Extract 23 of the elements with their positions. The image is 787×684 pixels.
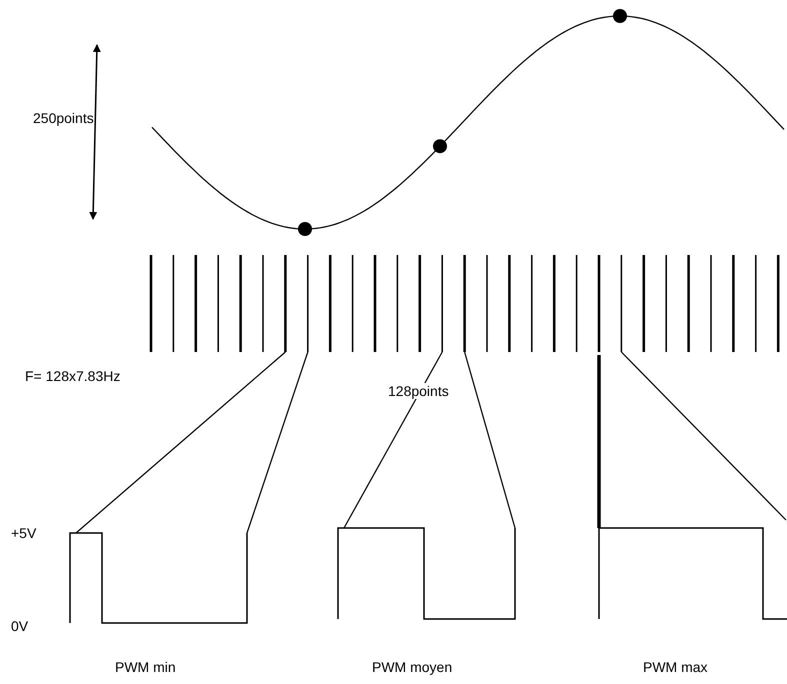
zoom-line <box>464 352 516 528</box>
frequency-label: F= 128x7.83Hz <box>25 368 120 384</box>
zoom-line <box>76 352 286 534</box>
pwm-waveform <box>69 532 248 624</box>
pwm-waveform <box>337 527 516 620</box>
dimension-label: 250points <box>33 110 94 126</box>
waveform-caption: PWM max <box>643 659 708 675</box>
sample-tick <box>463 255 466 352</box>
zoom-line <box>246 352 308 534</box>
voltage-level-label: 0V <box>11 618 28 634</box>
sample-tick <box>598 255 600 352</box>
waveform-caption: PWM min <box>115 659 176 675</box>
sample-count-label: 128points <box>388 383 449 399</box>
sample-tick <box>441 255 443 352</box>
zoom-line <box>597 355 601 528</box>
waveform-caption: PWM moyen <box>372 659 452 675</box>
sample-tick <box>620 255 622 352</box>
zoom-line <box>343 352 443 528</box>
voltage-level-label: +5V <box>11 525 36 541</box>
pwm-waveform <box>598 527 787 620</box>
sample-tick <box>307 255 309 352</box>
sample-tick <box>284 255 287 352</box>
zoom-line <box>620 352 786 520</box>
